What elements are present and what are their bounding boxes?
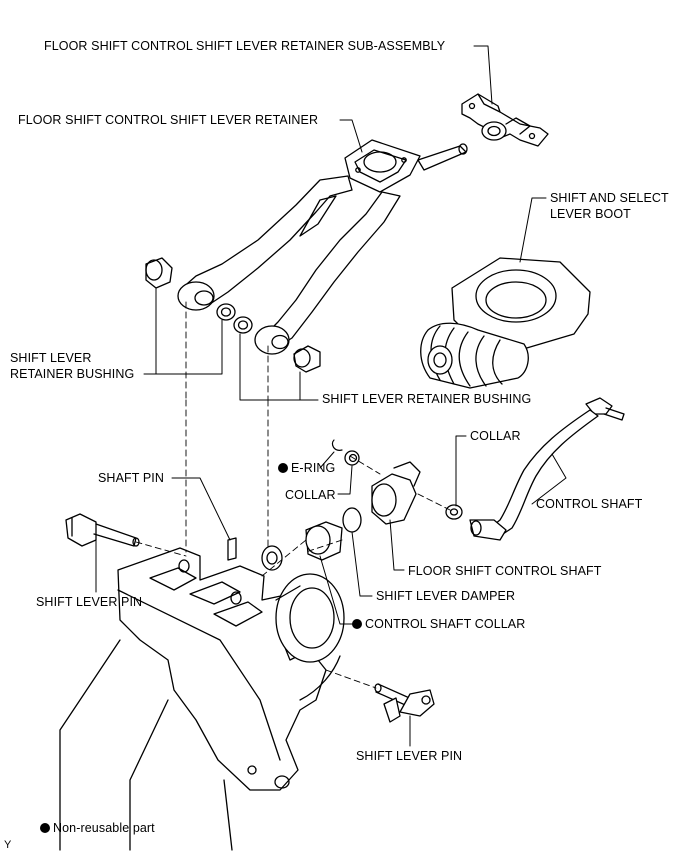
label-retainer: FLOOR SHIFT CONTROL SHIFT LEVER RETAINER	[18, 113, 319, 127]
label-control-shaft-collar-text: CONTROL SHAFT COLLAR	[365, 617, 526, 631]
label-retainer-sub-assembly: FLOOR SHIFT CONTROL SHIFT LEVER RETAINER…	[44, 39, 446, 53]
non-reusable-icon	[352, 619, 362, 629]
label-control-shaft: CONTROL SHAFT	[536, 497, 643, 511]
alignment-lines	[135, 301, 451, 689]
leader-lines	[95, 45, 567, 747]
corner-mark: Y	[4, 839, 12, 851]
label-bushing-left-line2: RETAINER BUSHING	[10, 367, 135, 381]
non-reusable-icon	[278, 463, 288, 473]
label-shaft-pin: SHAFT PIN	[98, 471, 164, 485]
transmission-housing-part	[59, 545, 345, 851]
label-shift-lever-pin-left: SHIFT LEVER PIN	[36, 595, 143, 609]
label-bushing-right: SHIFT LEVER RETAINER BUSHING	[322, 392, 532, 406]
shift-lever-pin-parts	[65, 513, 435, 723]
control-shaft-part	[469, 397, 625, 541]
label-shift-lever-damper: SHIFT LEVER DAMPER	[376, 589, 516, 603]
label-collar-left: COLLAR	[285, 488, 336, 502]
label-collar-right: COLLAR	[470, 429, 521, 443]
shift-lever-boot-part	[420, 257, 591, 389]
non-reusable-legend-icon	[40, 823, 50, 833]
retainer-sub-assembly-part	[461, 93, 549, 147]
retainer-part	[177, 139, 468, 355]
bushing-parts	[145, 257, 321, 373]
legend-text: Non-reusable part	[53, 821, 155, 835]
label-control-shaft-collar: CONTROL SHAFT COLLAR	[352, 617, 525, 632]
label-shift-lever-pin-right: SHIFT LEVER PIN	[356, 749, 463, 763]
collar-parts	[305, 439, 463, 561]
label-e-ring-text: E-RING	[291, 461, 336, 475]
label-e-ring: E-RING	[278, 461, 335, 476]
label-floor-shift-control-shaft: FLOOR SHIFT CONTROL SHAFT	[408, 564, 602, 578]
label-bushing-left-line1: SHIFT LEVER	[10, 351, 92, 365]
legend: Non-reusable part	[40, 821, 155, 836]
label-boot-line1: SHIFT AND SELECT	[550, 191, 669, 205]
label-boot-line2: LEVER BOOT	[550, 207, 631, 221]
